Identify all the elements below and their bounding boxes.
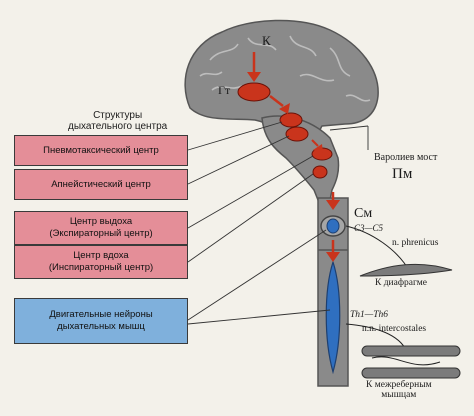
leader-lines bbox=[187, 121, 369, 325]
hypothalamus-nucleus bbox=[237, 82, 271, 102]
rib-lower bbox=[361, 367, 461, 379]
inspiratory-nucleus bbox=[312, 165, 328, 179]
cervical-label: C3—C5 bbox=[354, 223, 384, 233]
pons-label: Варолиев мост bbox=[374, 152, 438, 163]
thoracic-label: Th1—Th6 bbox=[350, 310, 389, 320]
to-intercostal-label: К межреберным мышцам bbox=[366, 380, 432, 401]
intercostal-muscle bbox=[371, 356, 441, 366]
intercostal-nerve bbox=[345, 323, 406, 349]
descending-arrows bbox=[247, 52, 340, 262]
apneustic-nucleus bbox=[285, 126, 309, 142]
phrenic-nerve-label: n. phrenicus bbox=[392, 238, 439, 248]
structures-heading: Структуры дыхательного центра bbox=[68, 110, 168, 132]
motor-neurons-box: Двигательные нейроны дыхательных мышц bbox=[14, 298, 188, 344]
cervical-motor-nucleus bbox=[326, 218, 340, 234]
pneumotaxic-center-box: Пневмотаксический центр bbox=[14, 135, 188, 166]
rib-upper bbox=[361, 345, 461, 357]
cortex-label: К bbox=[262, 33, 271, 48]
to-diaphragm-label: К диафрагме bbox=[375, 278, 427, 288]
thoracic-motor-column bbox=[325, 260, 341, 375]
spinal-cord-label: См bbox=[354, 206, 373, 221]
inspiratory-center-box: Центр вдоха (Инспираторный центр) bbox=[14, 245, 188, 279]
intercostal-nerves-label: n.n. intercostales bbox=[362, 324, 427, 334]
brainstem bbox=[261, 115, 340, 201]
expiratory-center-box: Центр выдоха (Экспираторный центр) bbox=[14, 211, 188, 245]
pneumotaxic-nucleus bbox=[279, 112, 303, 128]
hypothalamus-label: Гт bbox=[218, 83, 231, 97]
apneustic-center-box: Апнейстический центр bbox=[14, 169, 188, 200]
diaphragm bbox=[359, 263, 453, 277]
pons-abbr-label: Пм bbox=[392, 166, 413, 182]
brain-gyri bbox=[199, 35, 371, 102]
